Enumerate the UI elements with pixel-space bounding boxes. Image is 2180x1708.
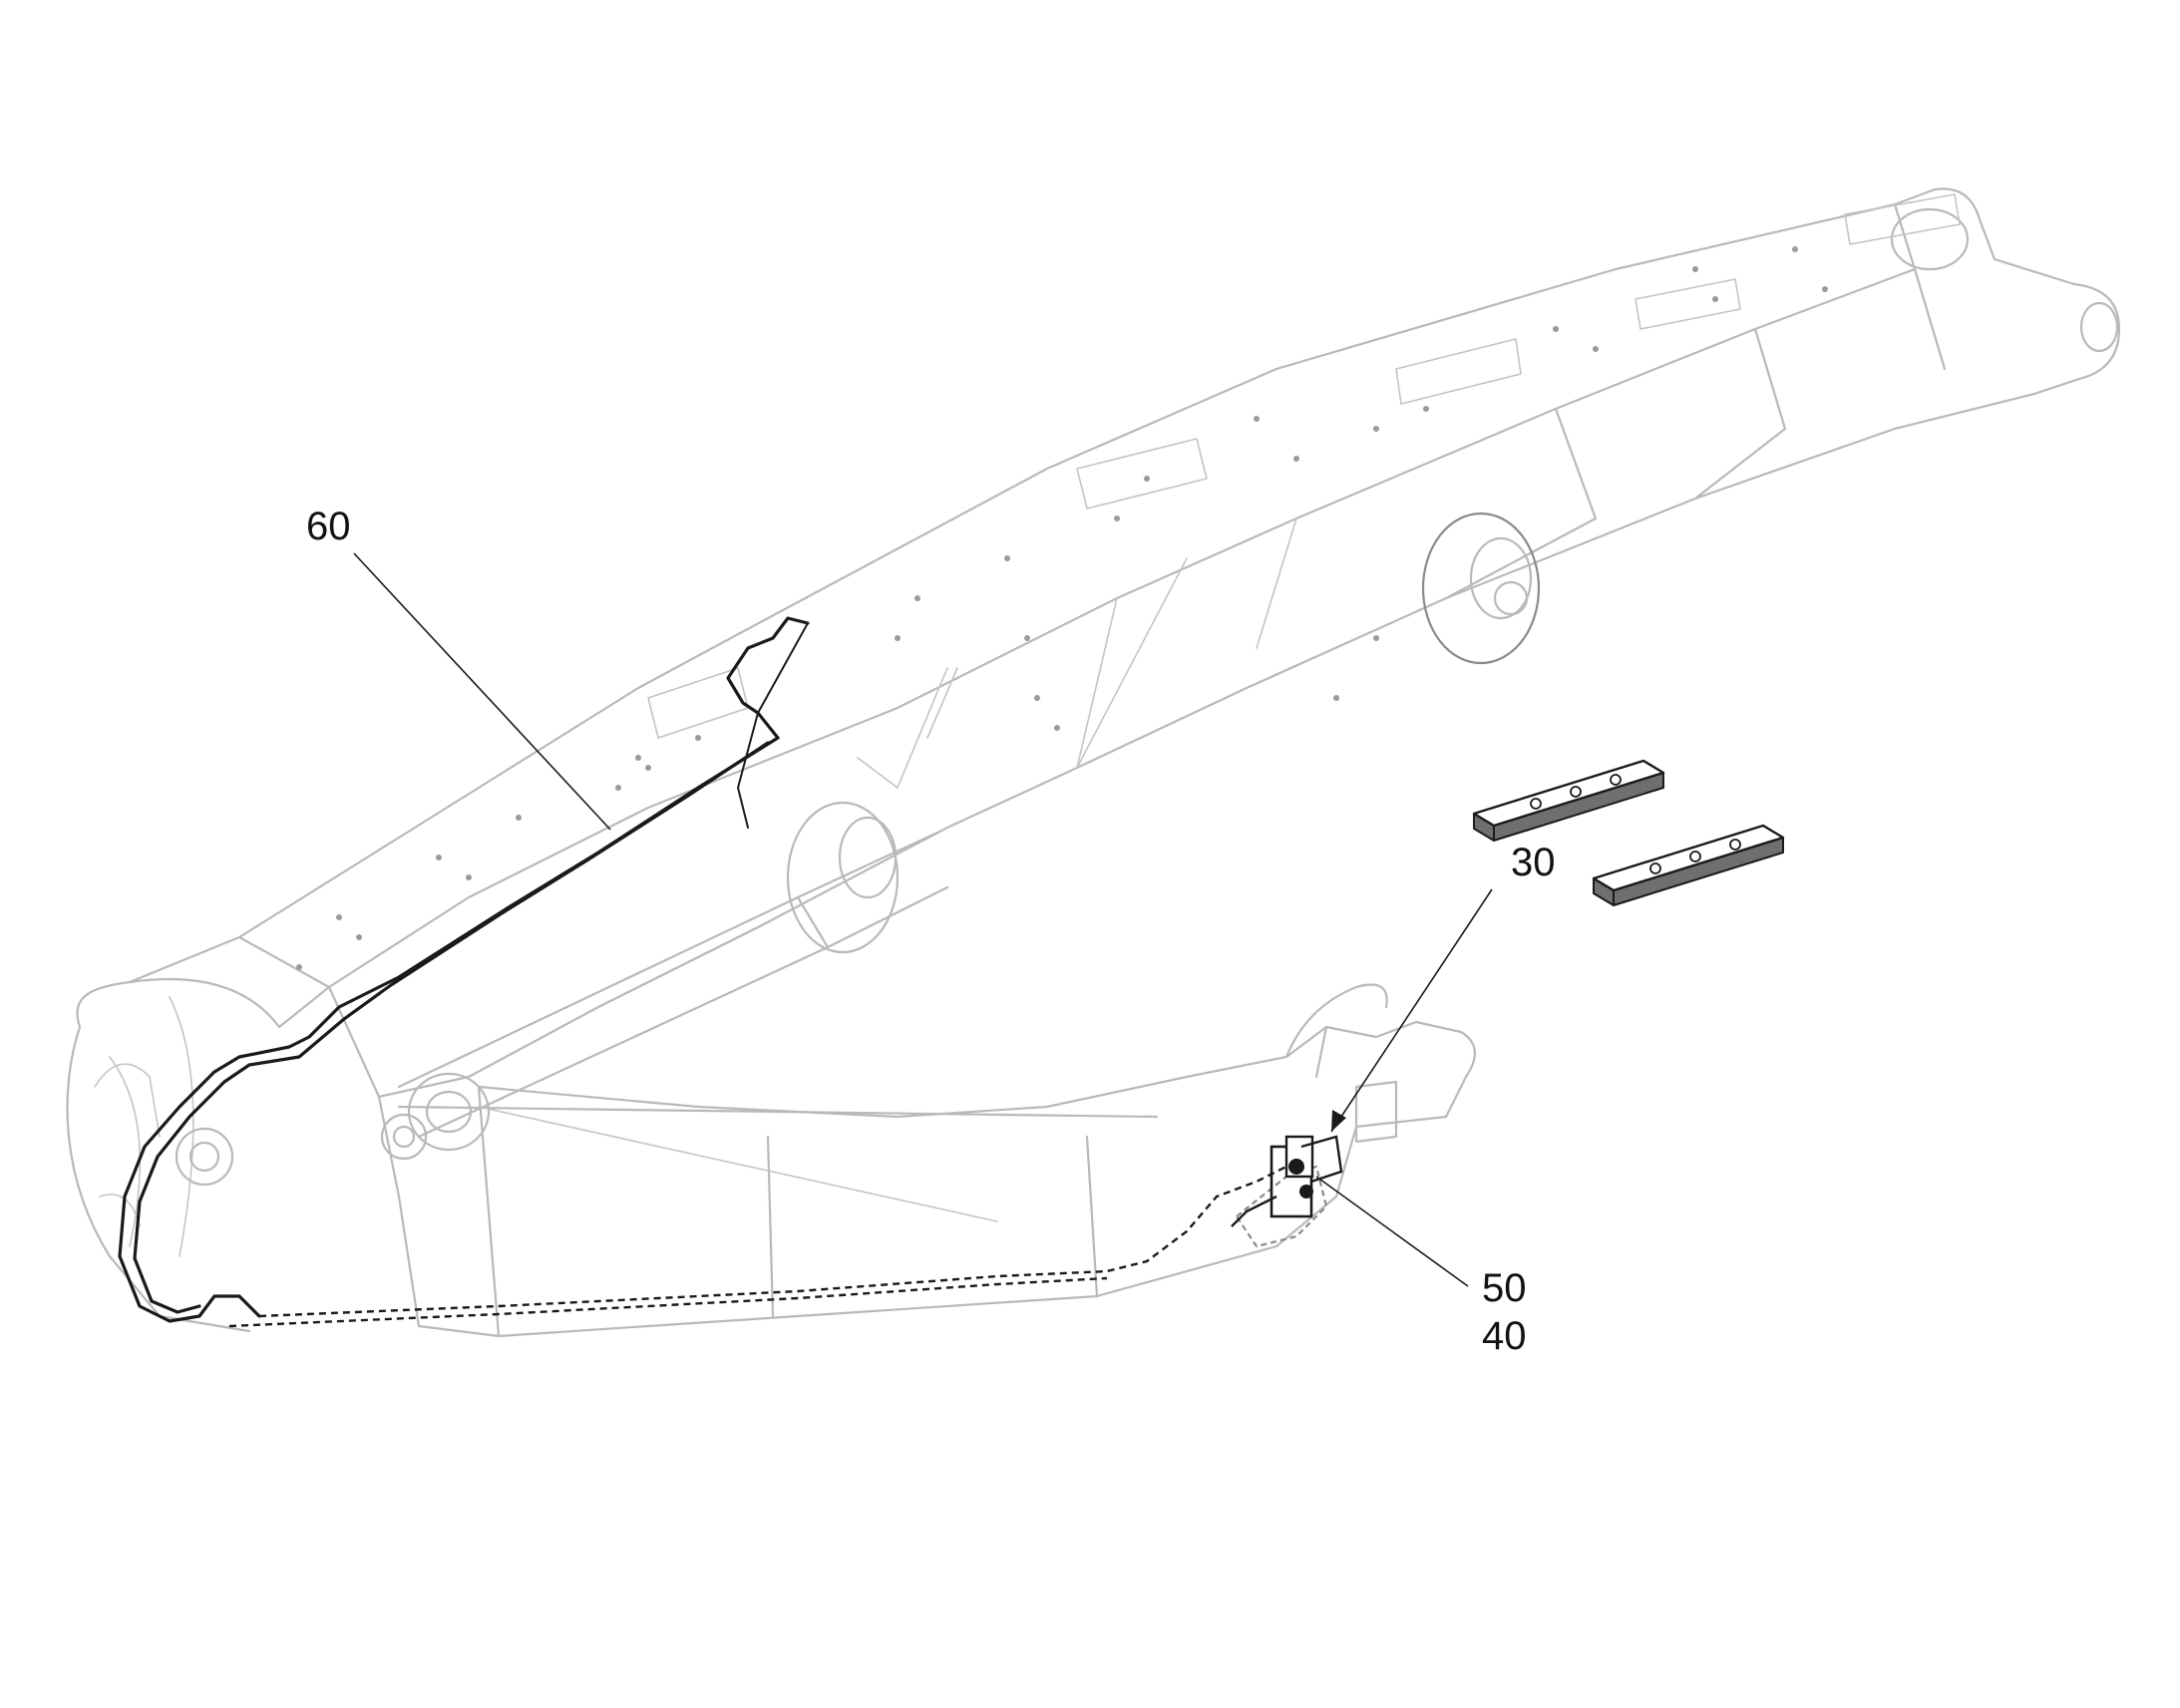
plate-30-upper[interactable]: [1472, 759, 1665, 842]
callout-30: 30: [1511, 841, 1556, 884]
clamp-assembly-40-50[interactable]: [1231, 1135, 1343, 1248]
fastener-dots: [296, 246, 1828, 970]
plate-30-lower[interactable]: [1592, 824, 1785, 906]
callout-60: 60: [306, 505, 351, 548]
hose-assembly-60[interactable]: [118, 616, 810, 1323]
leader-line-30: [1330, 888, 1493, 1133]
leader-line-50-40: [1315, 1176, 1469, 1287]
leader-line-60: [353, 552, 611, 831]
callout-50: 50: [1482, 1266, 1527, 1310]
hose-dashed-route: [228, 1165, 1287, 1328]
boom-body: [66, 187, 2121, 1338]
callout-40: 40: [1482, 1314, 1527, 1358]
